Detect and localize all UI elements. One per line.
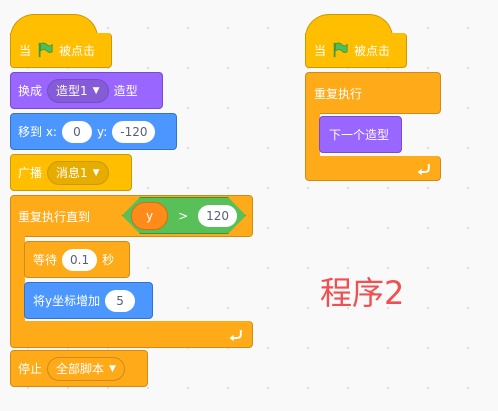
caret-down-icon: ▼ bbox=[109, 363, 116, 374]
caret-down-icon: ▼ bbox=[92, 85, 100, 96]
broadcast-label: 广播 bbox=[18, 166, 43, 180]
greater-than-operator[interactable]: y > 120 bbox=[122, 197, 246, 234]
hat-clicked-label: 被点击 bbox=[354, 43, 391, 58]
stop-label: 停止 bbox=[18, 362, 43, 376]
hat-when-label: 当 bbox=[314, 43, 327, 58]
forever-label: 重复执行 bbox=[314, 86, 363, 101]
switch-costume-suffix: 造型 bbox=[113, 84, 138, 98]
goto-y-label: y: bbox=[96, 124, 108, 139]
when-flag-clicked-block[interactable]: 当 被点击 bbox=[305, 33, 407, 68]
greater-than-symbol: > bbox=[178, 208, 189, 223]
repeat-until-label: 重复执行直到 bbox=[18, 209, 91, 224]
hat-clicked-label: 被点击 bbox=[59, 43, 96, 58]
go-to-xy-block[interactable]: 移到 x: 0 y: -120 bbox=[10, 113, 177, 150]
program-2-annotation: 程序2 bbox=[320, 274, 405, 312]
loop-arrow-icon bbox=[417, 164, 430, 176]
next-costume-block[interactable]: 下一个造型 bbox=[319, 116, 402, 153]
x-input[interactable]: 0 bbox=[61, 120, 92, 143]
message-dropdown[interactable]: 消息1 ▼ bbox=[47, 160, 109, 185]
when-flag-clicked-block[interactable]: 当 被点击 bbox=[10, 33, 112, 68]
loop-arrow-icon bbox=[229, 330, 242, 342]
change-y-block[interactable]: 将y坐标增加 5 bbox=[24, 282, 153, 319]
wait-label: 等待 bbox=[33, 253, 58, 267]
wait-seconds-input[interactable]: 0.1 bbox=[62, 248, 98, 271]
green-flag-icon bbox=[38, 42, 53, 58]
costume-dropdown[interactable]: 造型1 ▼ bbox=[47, 78, 109, 103]
compare-value-input[interactable]: 120 bbox=[198, 205, 237, 227]
forever-bottom bbox=[305, 156, 441, 181]
change-y-label: 将y坐标增加 bbox=[33, 294, 101, 308]
stop-option-dropdown[interactable]: 全部脚本 ▼ bbox=[47, 356, 125, 381]
y-variable-reporter[interactable]: y bbox=[131, 202, 168, 230]
change-y-input[interactable]: 5 bbox=[105, 289, 136, 312]
goto-x-label: 移到 x: bbox=[18, 125, 57, 139]
switch-costume-label: 换成 bbox=[18, 84, 43, 98]
repeat-until-bottom bbox=[10, 321, 253, 348]
forever-block[interactable]: 重复执行 bbox=[305, 72, 441, 114]
wait-block[interactable]: 等待 0.1 秒 bbox=[24, 241, 130, 278]
next-costume-label: 下一个造型 bbox=[329, 128, 390, 142]
hat-when-label: 当 bbox=[19, 43, 32, 58]
message-value: 消息1 bbox=[56, 165, 88, 180]
repeat-until-arm bbox=[10, 236, 25, 322]
wait-seconds-unit: 秒 bbox=[102, 253, 115, 267]
caret-down-icon: ▼ bbox=[92, 167, 100, 178]
costume-value: 造型1 bbox=[56, 83, 88, 98]
stop-option-value: 全部脚本 bbox=[56, 361, 105, 376]
green-flag-icon bbox=[333, 42, 348, 58]
y-input[interactable]: -120 bbox=[112, 120, 156, 143]
broadcast-block[interactable]: 广播 消息1 ▼ bbox=[10, 154, 132, 191]
stop-block[interactable]: 停止 全部脚本 ▼ bbox=[10, 350, 148, 387]
switch-costume-block[interactable]: 换成 造型1 ▼ 造型 bbox=[10, 72, 163, 109]
forever-arm bbox=[305, 113, 320, 157]
